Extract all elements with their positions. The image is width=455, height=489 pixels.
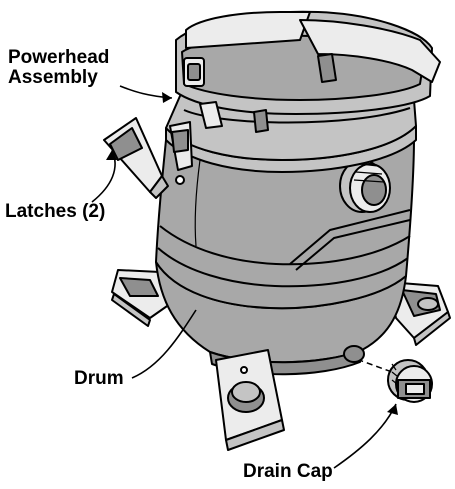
latch-left xyxy=(103,117,169,199)
powerhead-assembly xyxy=(165,10,441,161)
drain-port xyxy=(343,345,365,363)
caster-foot-right xyxy=(387,281,451,346)
callout-latches: Latches (2) xyxy=(5,201,106,222)
drain-cap-dash-line xyxy=(347,355,393,373)
callout-powerhead-line1: Powerhead xyxy=(8,47,110,68)
arrowhead-powerhead xyxy=(162,92,172,103)
arrowhead-latches xyxy=(106,150,117,160)
drain-cap-part xyxy=(387,359,433,403)
callout-powerhead-line2: Assembly xyxy=(8,67,98,88)
hose-inlet xyxy=(339,159,391,213)
leader-drum xyxy=(131,309,197,379)
callout-powerhead-assembly: Powerhead Assembly xyxy=(8,48,109,88)
latch-right xyxy=(169,121,193,185)
callout-drain-cap: Drain Cap xyxy=(243,461,333,482)
arrowhead-drain-cap xyxy=(387,404,398,415)
leader-drain-cap xyxy=(333,403,397,469)
callout-drum: Drum xyxy=(74,368,124,389)
caster-front xyxy=(215,349,285,451)
